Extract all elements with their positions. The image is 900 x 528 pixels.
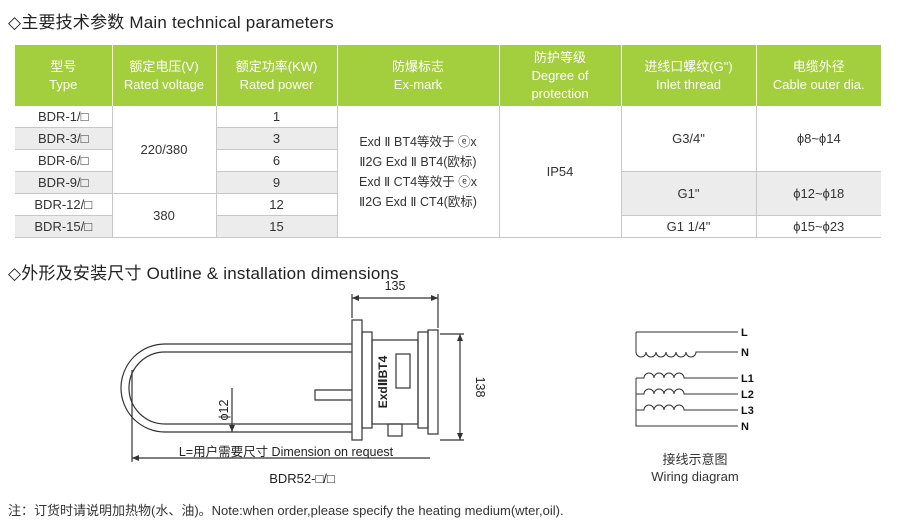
coil-single-phase bbox=[635, 351, 738, 358]
heating-tube-outer bbox=[120, 343, 352, 433]
wire-neutral bbox=[635, 378, 738, 427]
wiring-caption-cn: 接线示意图 bbox=[662, 452, 727, 467]
voltage-cell: 220/380 bbox=[111, 106, 216, 194]
table-row: BDR-9/□ 9 G1" ϕ12~ϕ18 bbox=[15, 171, 881, 216]
header-rated-voltage: 额定电压(V)Rated voltage bbox=[111, 45, 216, 106]
section-title-parameters: ◇主要技术参数 Main technical parameters bbox=[8, 13, 334, 32]
coil-l3 bbox=[636, 404, 738, 411]
protection-cell: IP54 bbox=[498, 106, 621, 238]
table-row: BDR-1/□ 220/380 1 Exd Ⅱ BT4等效于 ⓔx Ⅱ2G Ex… bbox=[15, 106, 881, 238]
section-title-outline: ◇外形及安装尺寸 Outline & installation dimensio… bbox=[8, 264, 399, 283]
type-cell: BDR-12/□ bbox=[15, 193, 112, 216]
terminal-label: N bbox=[741, 347, 749, 359]
type-cell: BDR-6/□ bbox=[15, 149, 112, 172]
thread-cell: G3/4" bbox=[620, 106, 756, 172]
power-cell: 1 bbox=[215, 106, 337, 128]
housing-label: ExdⅡBT4 bbox=[376, 355, 390, 408]
terminal-label: L3 bbox=[741, 405, 754, 417]
ex-mark-cell: Exd Ⅱ BT4等效于 ⓔx Ⅱ2G Exd Ⅱ BT4(欧标) Exd Ⅱ … bbox=[336, 106, 499, 238]
heating-tube-inner bbox=[128, 351, 352, 425]
order-note: 注：订货时请说明加热物(水、油)。Note:when order,please … bbox=[8, 503, 564, 518]
heater-outline-drawing bbox=[120, 294, 464, 462]
arrow-icon bbox=[457, 334, 463, 341]
terminal-label: N bbox=[741, 421, 749, 433]
dim-height-label: 138 bbox=[473, 377, 487, 398]
type-cell: BDR-3/□ bbox=[15, 127, 112, 150]
table-row: BDR-12/□ 380 12 bbox=[15, 193, 881, 238]
flange-left bbox=[351, 319, 363, 441]
cable-gland bbox=[387, 423, 403, 437]
dim-width-label: 135 bbox=[385, 279, 406, 293]
cable-dia-cell: ϕ8~ϕ14 bbox=[755, 106, 881, 172]
arrow-icon bbox=[431, 295, 438, 301]
terminal-label: L bbox=[741, 327, 748, 339]
arrow-icon bbox=[457, 433, 463, 440]
type-cell: BDR-15/□ bbox=[15, 215, 112, 238]
terminal-label: L1 bbox=[741, 373, 754, 385]
terminal-label: L2 bbox=[741, 389, 754, 401]
length-label: L=用户需要尺寸 Dimension on request bbox=[179, 444, 394, 459]
type-cell: BDR-9/□ bbox=[15, 171, 112, 194]
model-caption: BDR52-□/□ bbox=[269, 471, 335, 486]
coil-l2 bbox=[636, 388, 738, 395]
arrow-icon bbox=[352, 295, 359, 301]
flange-right bbox=[417, 331, 429, 429]
power-cell: 3 bbox=[215, 127, 337, 150]
coil-l1 bbox=[636, 372, 738, 379]
cable-dia-cell: ϕ12~ϕ18 bbox=[755, 171, 881, 216]
wiring-diagram bbox=[635, 331, 738, 427]
housing-window bbox=[395, 353, 411, 389]
table-row: BDR-15/□ 15 G1 1/4" ϕ15~ϕ23 bbox=[15, 215, 881, 238]
type-cell: BDR-1/□ bbox=[15, 106, 112, 128]
power-cell: 9 bbox=[215, 171, 337, 194]
voltage-cell: 380 bbox=[111, 193, 216, 238]
thread-cell: G1" bbox=[620, 171, 756, 216]
wiring-caption-en: Wiring diagram bbox=[651, 469, 738, 484]
cable-dia-cell: ϕ15~ϕ23 bbox=[755, 215, 881, 238]
arrow-icon bbox=[229, 425, 235, 432]
table-row: BDR-3/□ 3 bbox=[15, 127, 881, 150]
table-row: BDR-6/□ 6 bbox=[15, 149, 881, 172]
tube-dia-label: ϕ12 bbox=[217, 400, 231, 421]
power-cell: 12 bbox=[215, 193, 337, 216]
power-cell: 6 bbox=[215, 149, 337, 172]
thread-cell: G1 1/4" bbox=[620, 215, 756, 238]
inner-tube-end bbox=[314, 389, 352, 401]
header-inlet-thread: 进线口螺纹(G")Inlet thread bbox=[620, 45, 756, 106]
arrow-icon bbox=[132, 455, 139, 461]
power-cell: 15 bbox=[215, 215, 337, 238]
dimension-arrows bbox=[132, 295, 463, 461]
cover-plate bbox=[427, 329, 439, 435]
header-rated-power: 额定功率(KW)Rated power bbox=[215, 45, 337, 106]
flange-neck bbox=[361, 331, 373, 429]
